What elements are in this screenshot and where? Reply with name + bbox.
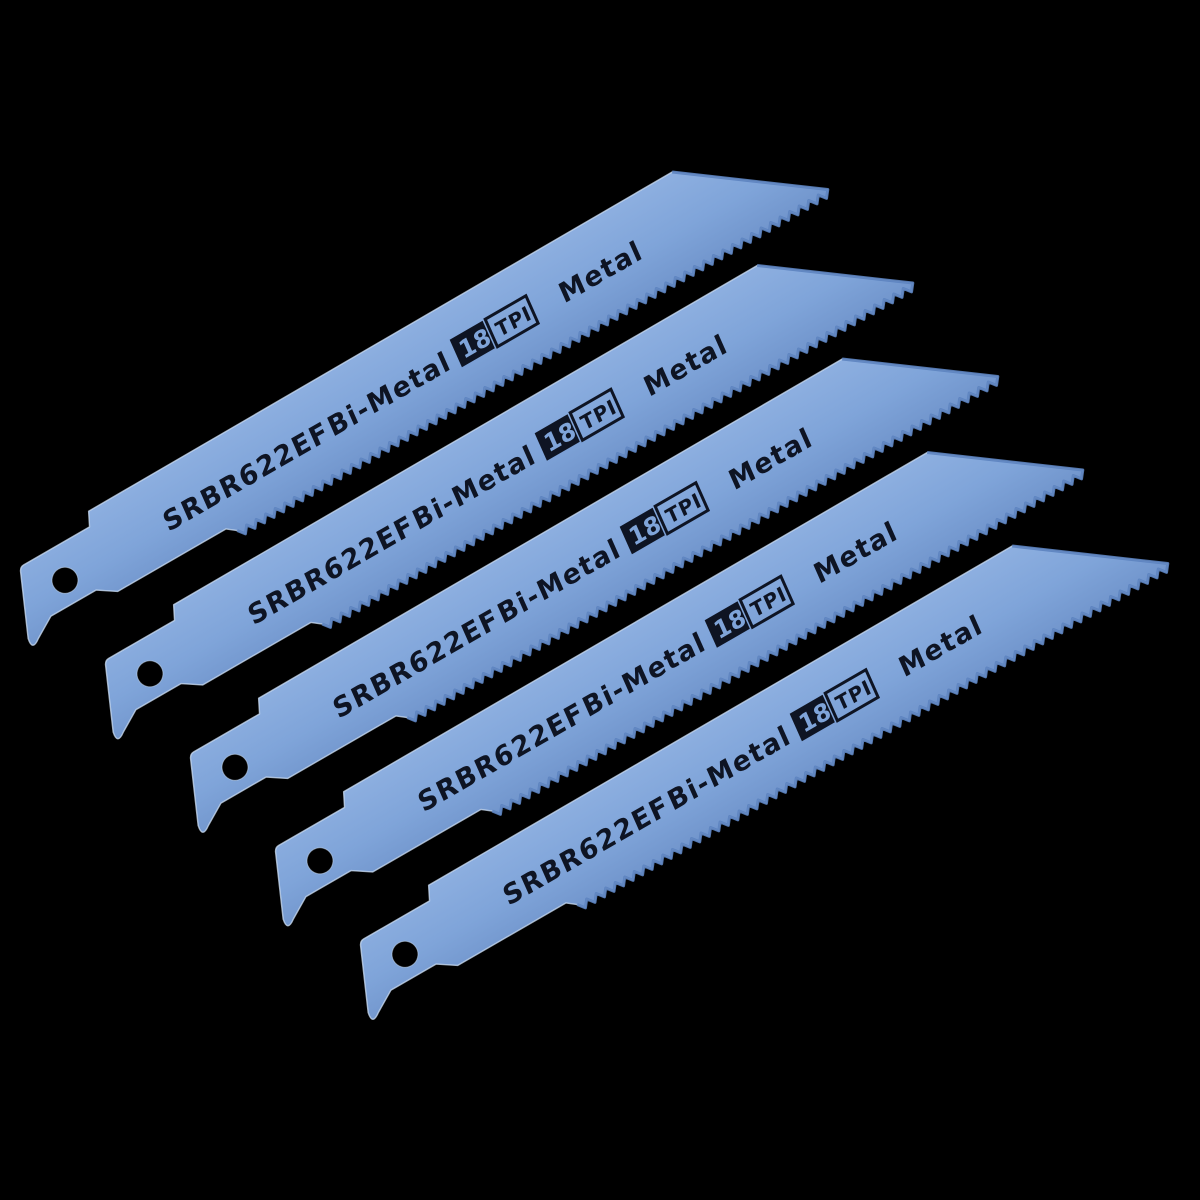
- blade-mounting-hole: [51, 566, 79, 594]
- saw-blade: SRBR622EF Bi-Metal 18 TPI Metal: [19, 170, 830, 646]
- tpi-number-box: [449, 320, 495, 368]
- tpi-unit-box: [483, 293, 541, 349]
- blade-teeth-shadow: [236, 170, 830, 536]
